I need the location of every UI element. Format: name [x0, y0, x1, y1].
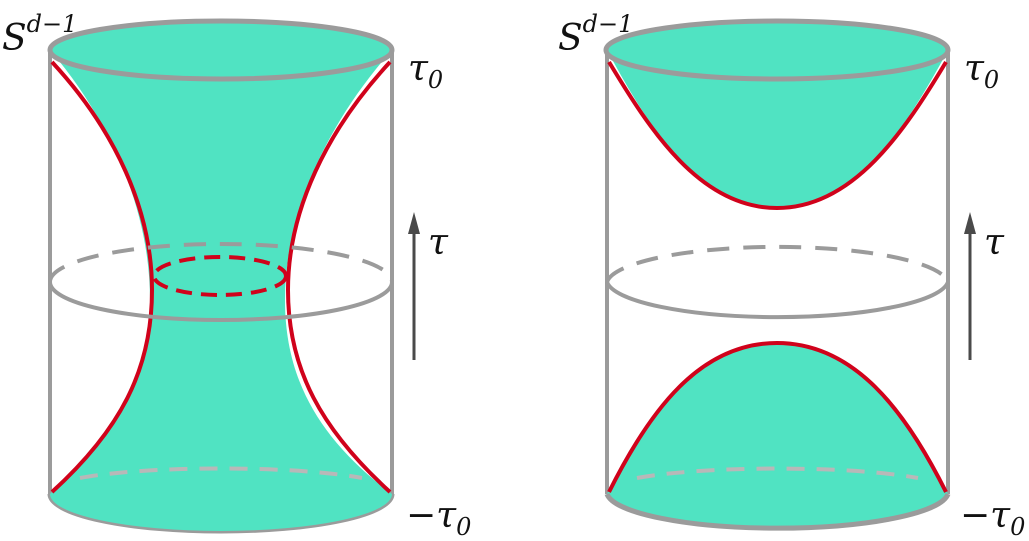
- right-top-ellipse: [603, 18, 951, 82]
- right-top-time-label: τ0: [964, 48, 999, 94]
- left-sphere-label: Sd−1: [2, 10, 77, 59]
- left-mid-ring-back: [48, 242, 394, 283]
- left-panel: Sd−1 τ0 −τ0 τ: [2, 10, 471, 541]
- right-bottom-red-boundary: [607, 340, 948, 493]
- left-time-axis-label: τ: [428, 222, 449, 263]
- right-mid-ring-front: [605, 281, 950, 320]
- right-time-axis-label: τ: [984, 222, 1005, 263]
- right-time-arrow-head: [964, 212, 976, 234]
- right-bottom-time-label: −τ0: [960, 495, 1025, 541]
- right-sphere-label: Sd−1: [558, 10, 633, 59]
- left-top-time-label: τ0: [408, 48, 443, 94]
- left-mid-ring-front: [48, 281, 394, 322]
- right-bottom-ellipse-back: [636, 466, 919, 480]
- left-top-cap: [47, 18, 395, 82]
- left-surface-fill: [50, 50, 392, 531]
- left-red-boundary-right: [285, 60, 392, 494]
- right-top-red-boundary: [607, 60, 948, 211]
- left-bottom-ellipse-back: [79, 466, 363, 480]
- right-panel: Sd−1 τ0 −τ0 τ: [558, 10, 1025, 541]
- right-bottom-ellipse-front: [604, 492, 951, 531]
- left-time-arrow-head: [408, 212, 420, 234]
- right-bottom-cap-fill: [607, 343, 948, 529]
- left-bottom-time-label: −τ0: [406, 495, 471, 541]
- left-red-boundary-left: [50, 60, 155, 494]
- left-throat-ring: [152, 255, 288, 297]
- right-mid-ring-back: [605, 244, 950, 283]
